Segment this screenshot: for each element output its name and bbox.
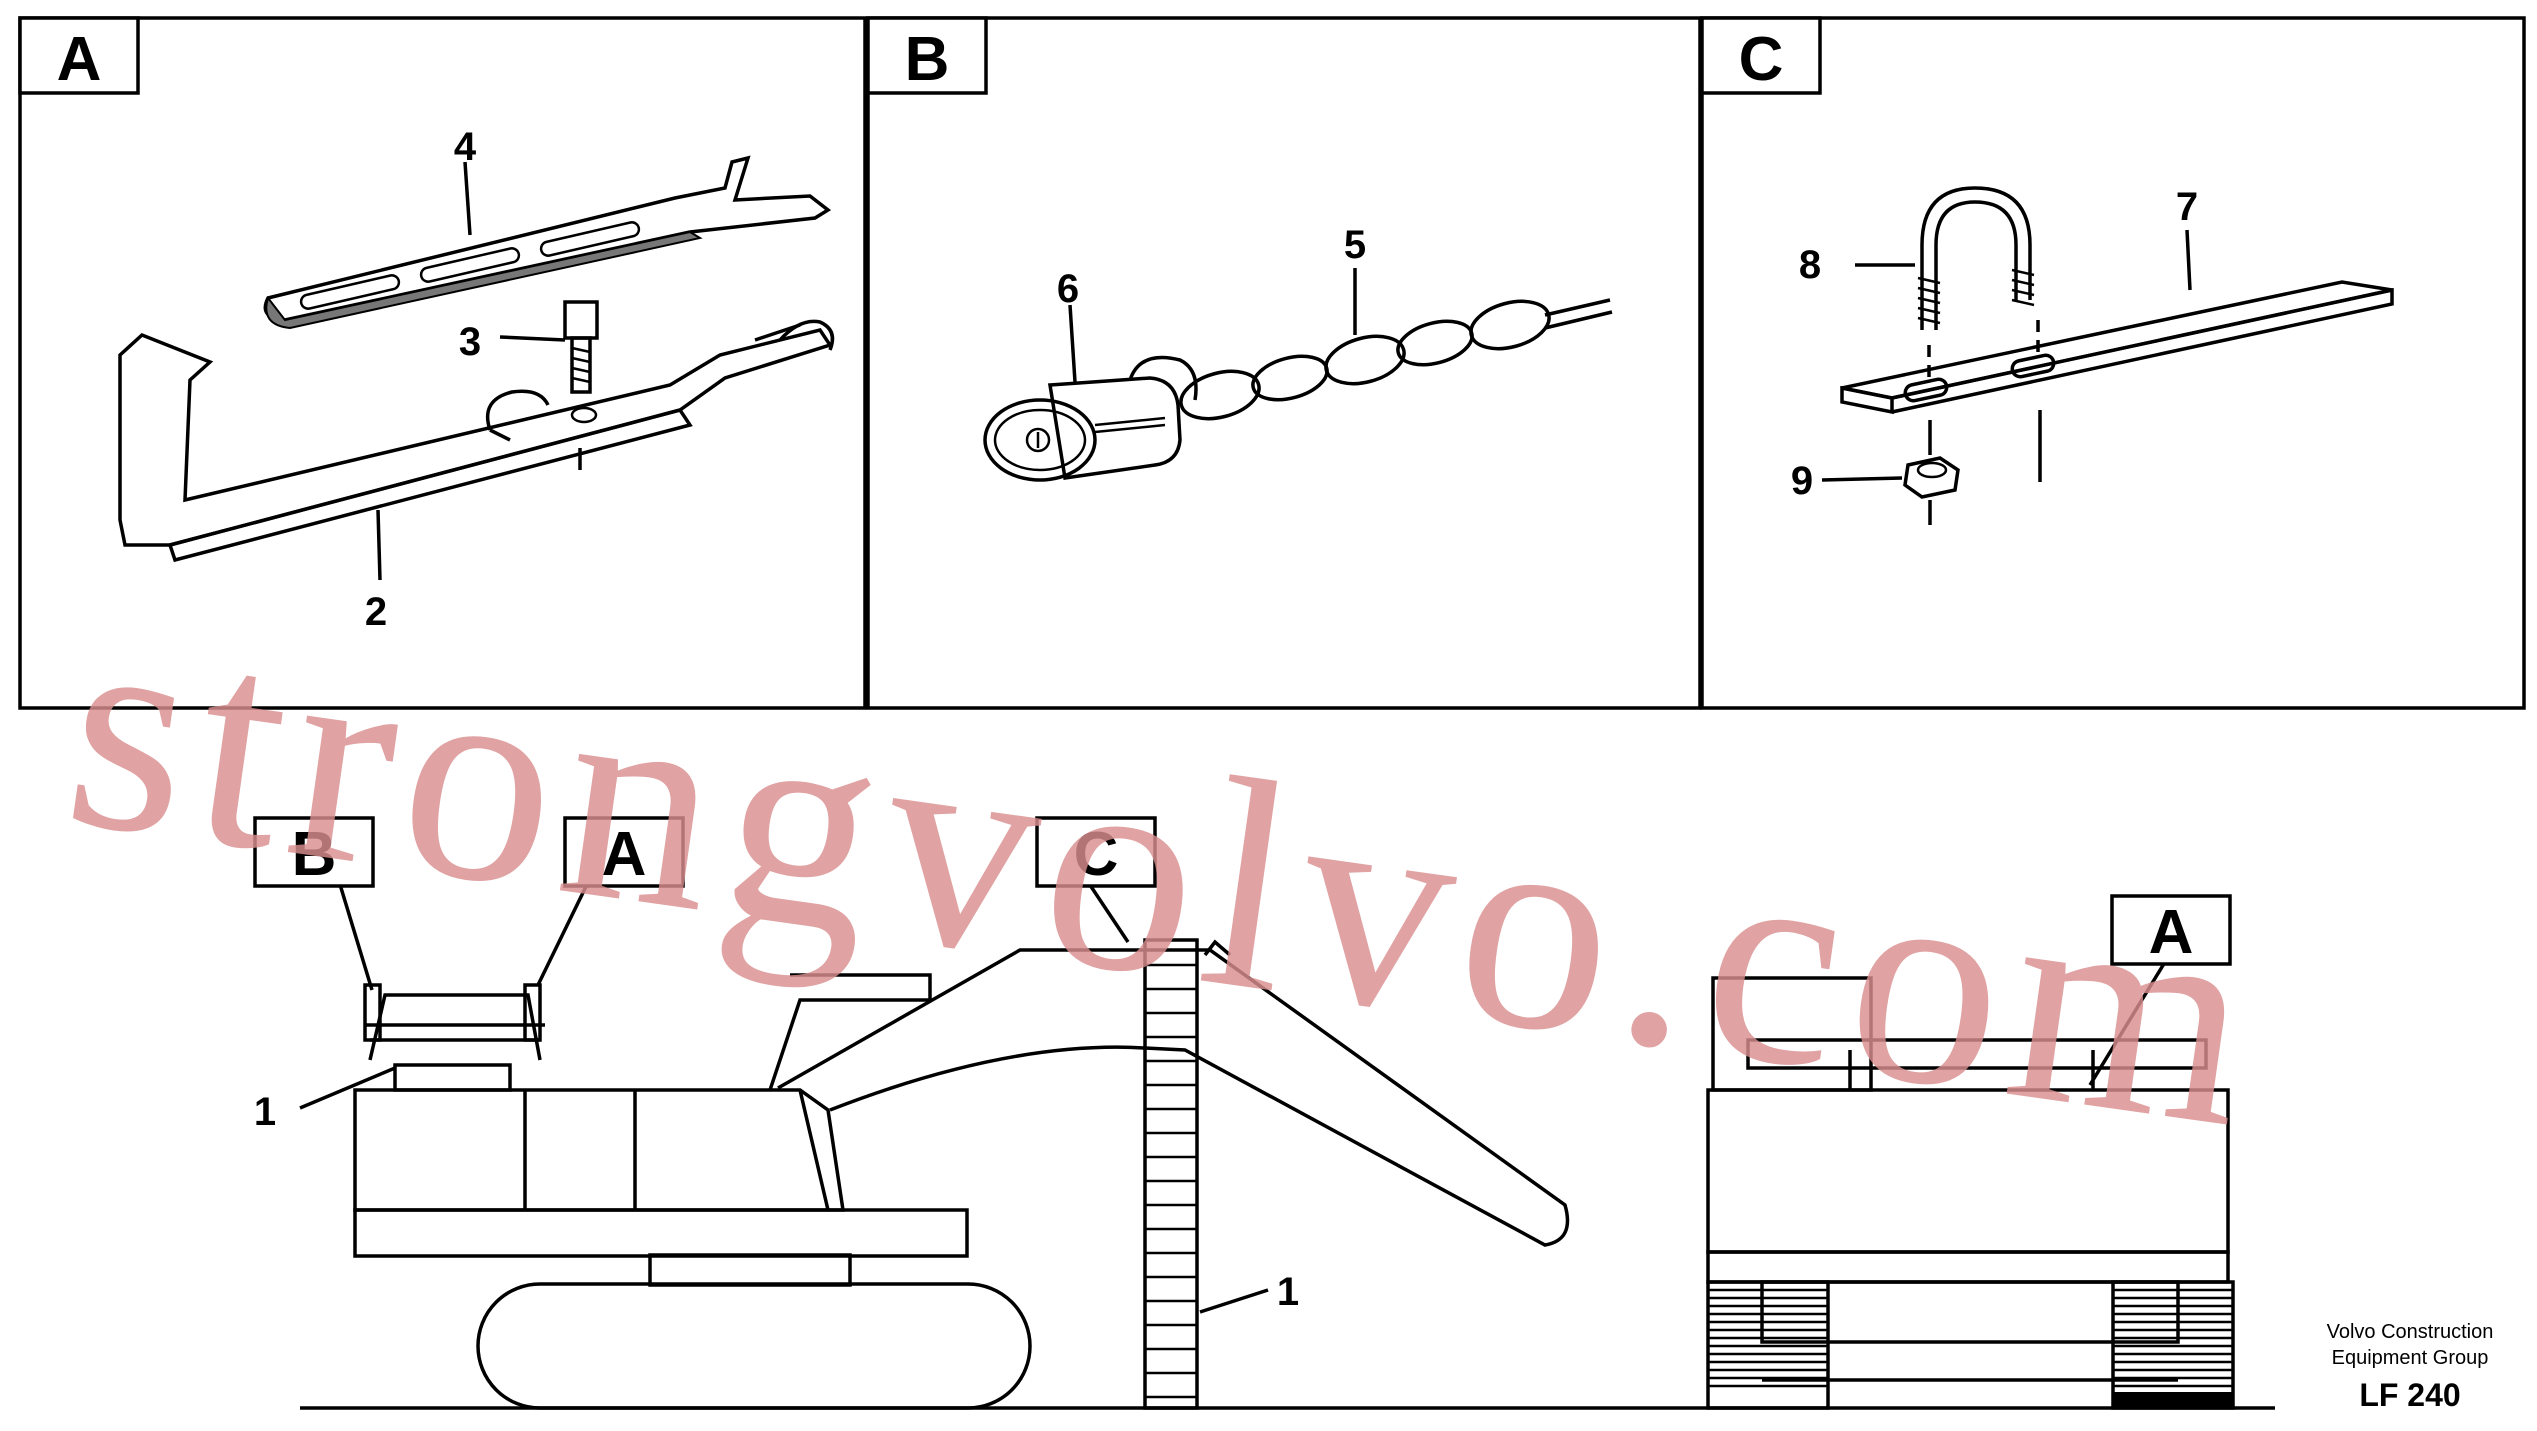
panel-c-tag-box [1700,16,1822,95]
callout-9: 9 [1791,459,1813,503]
excavator-rear-view [1706,961,2235,1410]
callout-3: 3 [459,320,481,364]
panel-b-tag-box [866,16,988,95]
bolt [563,300,599,424]
callout-2: 2 [365,590,387,634]
panel-c: C [1700,16,2526,710]
credit-line-2: Equipment Group [2332,1347,2489,1369]
chain [1179,298,1613,421]
rear-track-right [2111,1280,2235,1410]
panel-a-tag-box [18,16,140,95]
ladder [1143,938,1232,1410]
nut [1903,420,1960,525]
panel-b: B 6 5 [866,16,1702,710]
machine-tag-a-left: A [563,816,685,889]
drawing-code: LF 240 [2359,1377,2460,1413]
callout-6: 6 [1057,267,1079,311]
panel-a-frame [18,16,867,710]
watermark: strongvolvo.com [51,556,2281,1192]
callout-1-house: 1 [254,1090,276,1134]
panel-b-tag: B [905,25,950,94]
u-bolt [1917,186,2040,385]
bracket [118,319,835,563]
panel-c-frame [1700,16,2526,710]
callout-4: 4 [454,125,477,169]
svg-text:A: A [602,820,647,889]
callout-5: 5 [1344,223,1366,267]
svg-text:B: B [292,820,337,889]
callout-1-ladder: 1 [1277,1270,1299,1314]
slotted-plate [263,155,832,330]
credit-block: Volvo Construction Equipment Group LF 24… [2327,1321,2494,1413]
rear-track-left [1706,1280,1830,1410]
machine-tag-b: B [253,816,375,889]
panel-a-tag: A [57,25,102,94]
panel-c-tag: C [1739,25,1784,94]
panel-a: A [18,16,867,710]
credit-line-1: Volvo Construction [2327,1321,2494,1343]
svg-text:C: C [1074,820,1119,889]
flat-bar [1840,280,2394,415]
callout-8: 8 [1799,243,1821,287]
excavator-side-view [299,867,2275,1410]
svg-text:A: A [2149,898,2194,967]
padlock [983,355,1198,482]
callout-7: 7 [2176,185,2198,229]
machine-tag-c: C [1035,816,1157,889]
panel-b-frame [866,16,1702,710]
machine-tag-a-rear: A [2110,894,2232,967]
